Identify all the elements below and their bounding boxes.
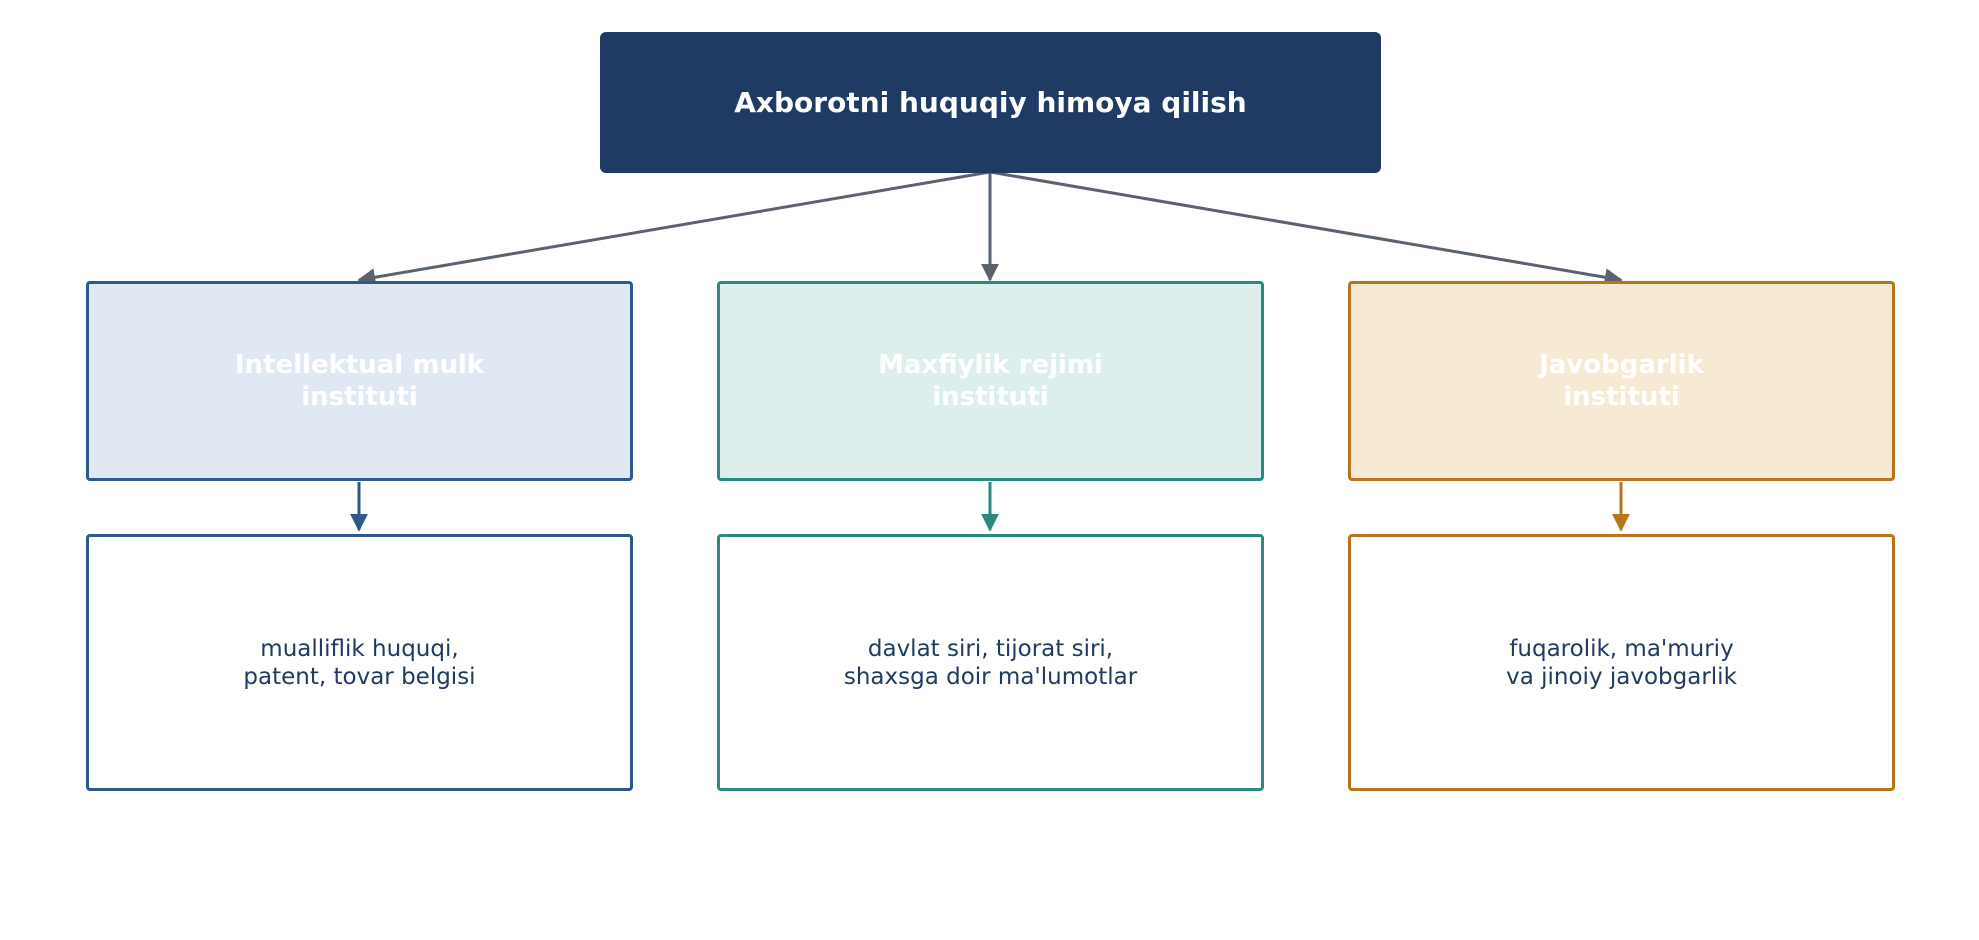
root-node: Axborotni huquqiy himoya qilish (600, 32, 1381, 173)
branch-confidentiality: Maxfiylik rejimi instituti (717, 281, 1264, 481)
branch-intellectual-property: Intellektual mulk instituti (86, 281, 633, 481)
branch-liability: Javobgarlik instituti (1348, 281, 1895, 481)
connector-root-to-branch-2 (989, 170, 1623, 287)
detail-liability: fuqarolik, ma'muriy va jinoiy javobgarli… (1348, 534, 1895, 791)
connector-root-to-branch-0 (357, 170, 991, 287)
detail-text: mualliflik huquqi, patent, tovar belgisi (243, 635, 476, 690)
branch-title: Javobgarlik instituti (1539, 350, 1704, 412)
detail-confidentiality: davlat siri, tijorat siri, shaxsga doir … (717, 534, 1264, 791)
detail-intellectual-property: mualliflik huquqi, patent, tovar belgisi (86, 534, 633, 791)
detail-text: fuqarolik, ma'muriy va jinoiy javobgarli… (1506, 635, 1737, 690)
branch-title: Maxfiylik rejimi instituti (878, 350, 1103, 412)
branch-title: Intellektual mulk instituti (234, 350, 485, 412)
root-node-label: Axborotni huquqiy himoya qilish (734, 86, 1247, 119)
detail-text: davlat siri, tijorat siri, shaxsga doir … (843, 635, 1138, 690)
